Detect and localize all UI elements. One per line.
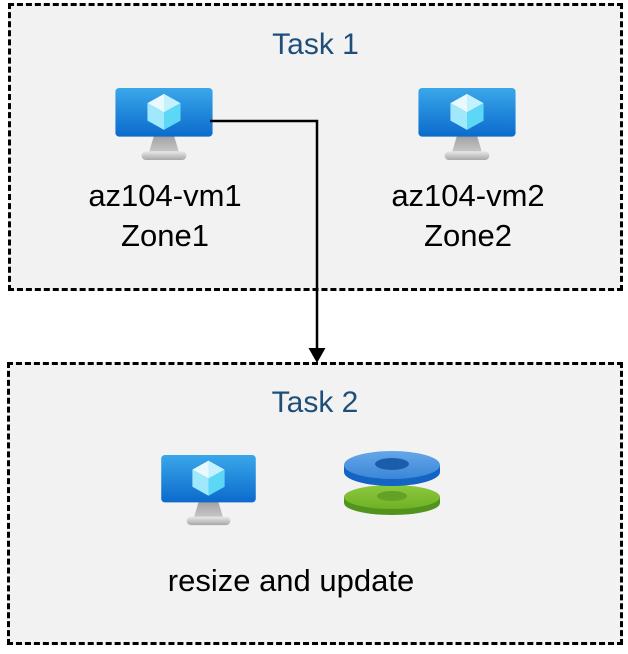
task1-box: Task 1 az104-vm1 Zone1 az104-vm2 Zone2 xyxy=(8,3,623,291)
virtual-machine-icon xyxy=(161,455,256,527)
task2-caption: resize and update xyxy=(167,563,415,598)
vm2-name: az104-vm2 xyxy=(391,178,545,213)
vm1-label: az104-vm1 Zone1 xyxy=(88,176,241,256)
vm1-name: az104-vm1 xyxy=(88,178,242,213)
virtual-machine-icon xyxy=(115,88,213,162)
vm1-zone: Zone1 xyxy=(121,218,209,253)
virtual-machine-icon xyxy=(418,88,516,162)
managed-disks-icon xyxy=(343,449,441,515)
vm2-zone: Zone2 xyxy=(424,218,512,253)
task1-title: Task 1 xyxy=(272,28,359,61)
vm2-label: az104-vm2 Zone2 xyxy=(391,176,544,256)
task2-box: Task 2 resize and update xyxy=(7,362,623,645)
task2-title: Task 2 xyxy=(271,386,359,419)
